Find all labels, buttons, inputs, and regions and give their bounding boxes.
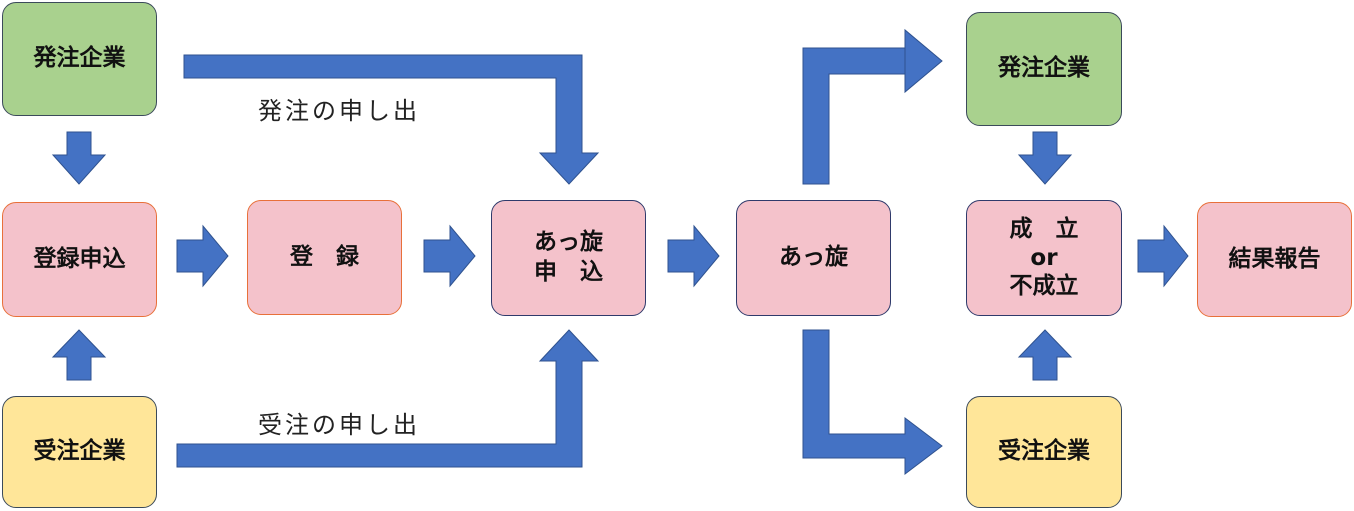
hatchu-moushide-label: 発注の申し出 bbox=[258, 97, 420, 125]
arrow-down-hatchu-to-result bbox=[1017, 131, 1073, 185]
arrow-down-hatchu-to-toroku bbox=[51, 131, 107, 185]
toroku-shinkomi-text: 登録申込 bbox=[33, 245, 126, 272]
assen-text: あっ旋 bbox=[779, 244, 848, 271]
juchu-moushide-label: 受注の申し出 bbox=[258, 411, 420, 439]
seiritsu-line3: 不成立 bbox=[1009, 273, 1079, 300]
juchu-kigyo-right-text: 受注企業 bbox=[998, 438, 1090, 465]
toroku-box: 登 録 bbox=[247, 200, 402, 315]
arrow-hatchu-moushide bbox=[183, 54, 600, 185]
assen-shinkomi-line1: あっ旋 bbox=[534, 229, 603, 256]
arrow-up-juchu-to-toroku bbox=[51, 329, 107, 381]
arrow-right-3 bbox=[667, 224, 720, 288]
arrow-right-4 bbox=[1137, 224, 1189, 288]
hatchu-kigyo-left-box: 発注企業 bbox=[2, 2, 157, 116]
seiritsu-box: 成 立 or 不成立 bbox=[966, 200, 1122, 316]
arrow-assen-to-juchu bbox=[802, 329, 943, 476]
kekka-hokoku-box: 結果報告 bbox=[1197, 202, 1352, 317]
hatchu-kigyo-right-text: 発注企業 bbox=[998, 55, 1090, 82]
juchu-kigyo-left-text: 受注企業 bbox=[33, 438, 126, 465]
juchu-kigyo-right-box: 受注企業 bbox=[966, 396, 1122, 508]
hatchu-kigyo-right-box: 発注企業 bbox=[966, 12, 1122, 126]
arrow-up-juchu-to-result bbox=[1017, 329, 1073, 381]
arrow-right-2 bbox=[423, 224, 476, 288]
seiritsu-line1: 成 立 bbox=[1009, 215, 1079, 242]
assen-box: あっ旋 bbox=[736, 200, 891, 316]
toroku-shinkomi-box: 登録申込 bbox=[2, 202, 157, 317]
kekka-hokoku-text: 結果報告 bbox=[1228, 245, 1321, 272]
assen-shinkomi-box: あっ旋 申 込 bbox=[491, 200, 646, 316]
assen-shinkomi-line2: 申 込 bbox=[534, 259, 603, 285]
toroku-text: 登 録 bbox=[290, 243, 359, 270]
hatchu-kigyo-left-text: 発注企業 bbox=[33, 45, 126, 72]
juchu-kigyo-left-box: 受注企業 bbox=[2, 396, 157, 508]
arrow-right-1 bbox=[176, 224, 229, 288]
arrow-juchu-moushide bbox=[176, 329, 600, 468]
arrow-assen-to-hatchu bbox=[802, 28, 943, 185]
seiritsu-line2: or bbox=[1030, 244, 1058, 271]
